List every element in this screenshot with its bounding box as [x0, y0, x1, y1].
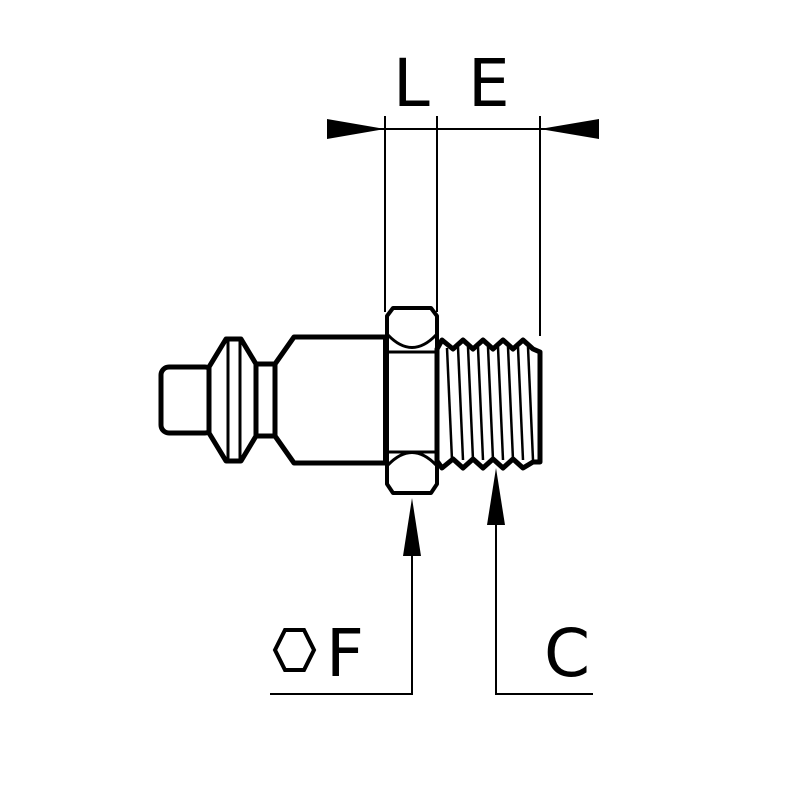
label-F: F	[326, 615, 364, 692]
hexagon-icon	[272, 628, 317, 672]
dimension-arrow-left	[327, 119, 385, 139]
label-C: C	[544, 615, 590, 692]
plug-collar	[206, 336, 259, 464]
leader-F-arrow	[403, 498, 421, 556]
fitting-body	[158, 306, 543, 495]
plug-tip	[158, 364, 216, 436]
dimension-top: L E	[327, 45, 599, 336]
label-L: L	[393, 45, 430, 122]
leader-C-line	[495, 525, 593, 695]
leader-F: F	[270, 498, 421, 695]
hex-nut-top-facet	[386, 333, 438, 349]
leader-C: C	[487, 468, 593, 695]
leader-C-arrow	[487, 468, 505, 525]
dimension-arrow-right	[540, 119, 599, 139]
hex-nut	[385, 306, 439, 495]
plug-neck	[253, 361, 278, 439]
thread-lines	[445, 346, 535, 461]
plug-body	[272, 334, 391, 466]
leader-F-line	[270, 556, 413, 695]
label-E: E	[468, 45, 510, 122]
